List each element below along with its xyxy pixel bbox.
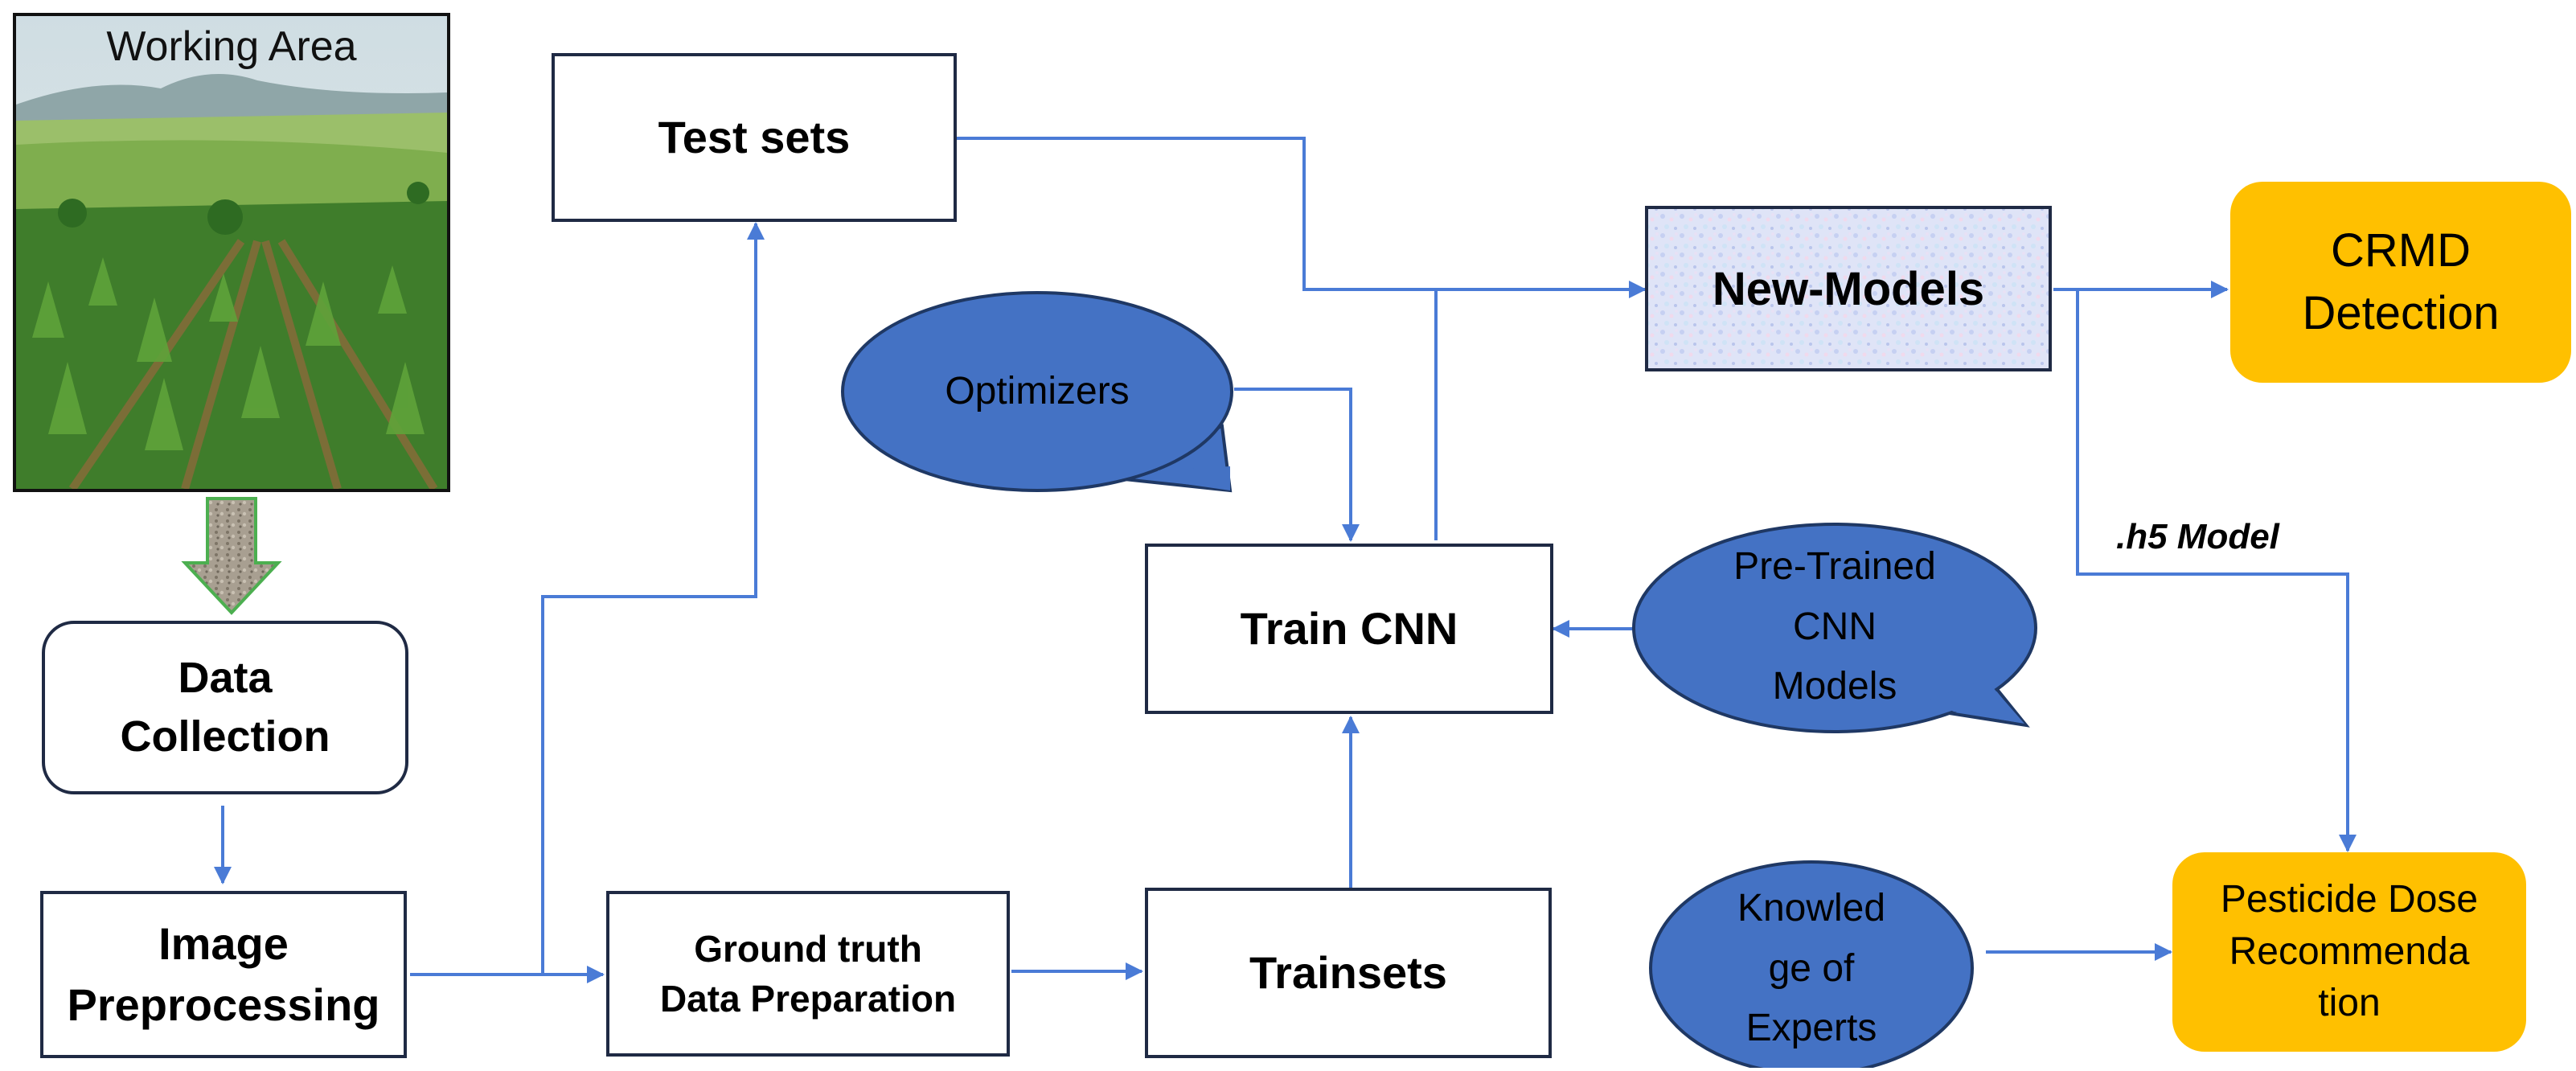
data-collection-line1: Data	[178, 654, 273, 703]
pesticide-dose-box: Pesticide Dose Recommenda tion	[2172, 852, 2526, 1052]
working-area-title: Working Area	[106, 23, 357, 70]
arrow-optimizers-to-traincnn	[1234, 388, 1360, 542]
data-collection-line2: Collection	[120, 712, 330, 761]
optimizers-bubble	[841, 291, 1233, 493]
ground-truth-line1: Ground truth	[694, 927, 922, 970]
knowledge-text: Knowled ge of Experts	[1651, 867, 1972, 1071]
down-arrow-icon	[181, 497, 282, 615]
arrow-newmodels-to-pesticide	[2076, 289, 2357, 852]
working-area-photo	[13, 13, 450, 492]
new-models-label: New-Models	[1712, 262, 1985, 315]
pretrained-line2: CNN	[1793, 605, 1877, 648]
pretrained-text: Pre-Trained CNN Models	[1634, 531, 2036, 724]
trainsets-box: Trainsets	[1145, 888, 1552, 1058]
new-models-box	[1645, 206, 2052, 371]
knowledge-bubble	[1649, 860, 1974, 1068]
pretrained-line3: Models	[1772, 665, 1897, 708]
knowledge-line2: ge of	[1768, 946, 1855, 990]
ground-truth-line2: Data Preparation	[659, 978, 957, 1020]
knowledge-line1: Knowled	[1737, 887, 1886, 930]
image-preprocessing-line2: Preprocessing	[67, 979, 380, 1030]
crmd-line2: Detection	[2302, 287, 2500, 339]
h5-model-label: .h5 Model	[2116, 517, 2280, 556]
train-cnn-box: Train CNN	[1145, 544, 1553, 714]
optimizers-text: Optimizers	[945, 369, 1130, 412]
image-preprocessing-line1: Image	[158, 918, 289, 970]
data-collection-box: Data Collection	[42, 621, 408, 794]
crmd-line1: CRMD	[2331, 224, 2471, 277]
pesticide-line1: Pesticide Dose	[2220, 877, 2479, 921]
arrow-testsets-to-newmodels	[955, 137, 1647, 298]
pesticide-line2: Recommenda	[2229, 929, 2470, 973]
knowledge-line3: Experts	[1745, 1007, 1877, 1050]
pretrained-line1: Pre-Trained	[1733, 545, 1936, 589]
test-sets-box: Test sets	[552, 53, 957, 222]
crmd-detection-box: CRMD Detection	[2230, 182, 2571, 383]
pesticide-line3: tion	[2318, 982, 2381, 1025]
arrow-preprocessing-to-testsets	[541, 222, 765, 975]
ground-truth-box: Ground truth Data Preparation	[606, 891, 1010, 1057]
pretrained-bubble	[1632, 523, 2037, 733]
image-preprocessing-box: Image Preprocessing	[40, 891, 407, 1058]
